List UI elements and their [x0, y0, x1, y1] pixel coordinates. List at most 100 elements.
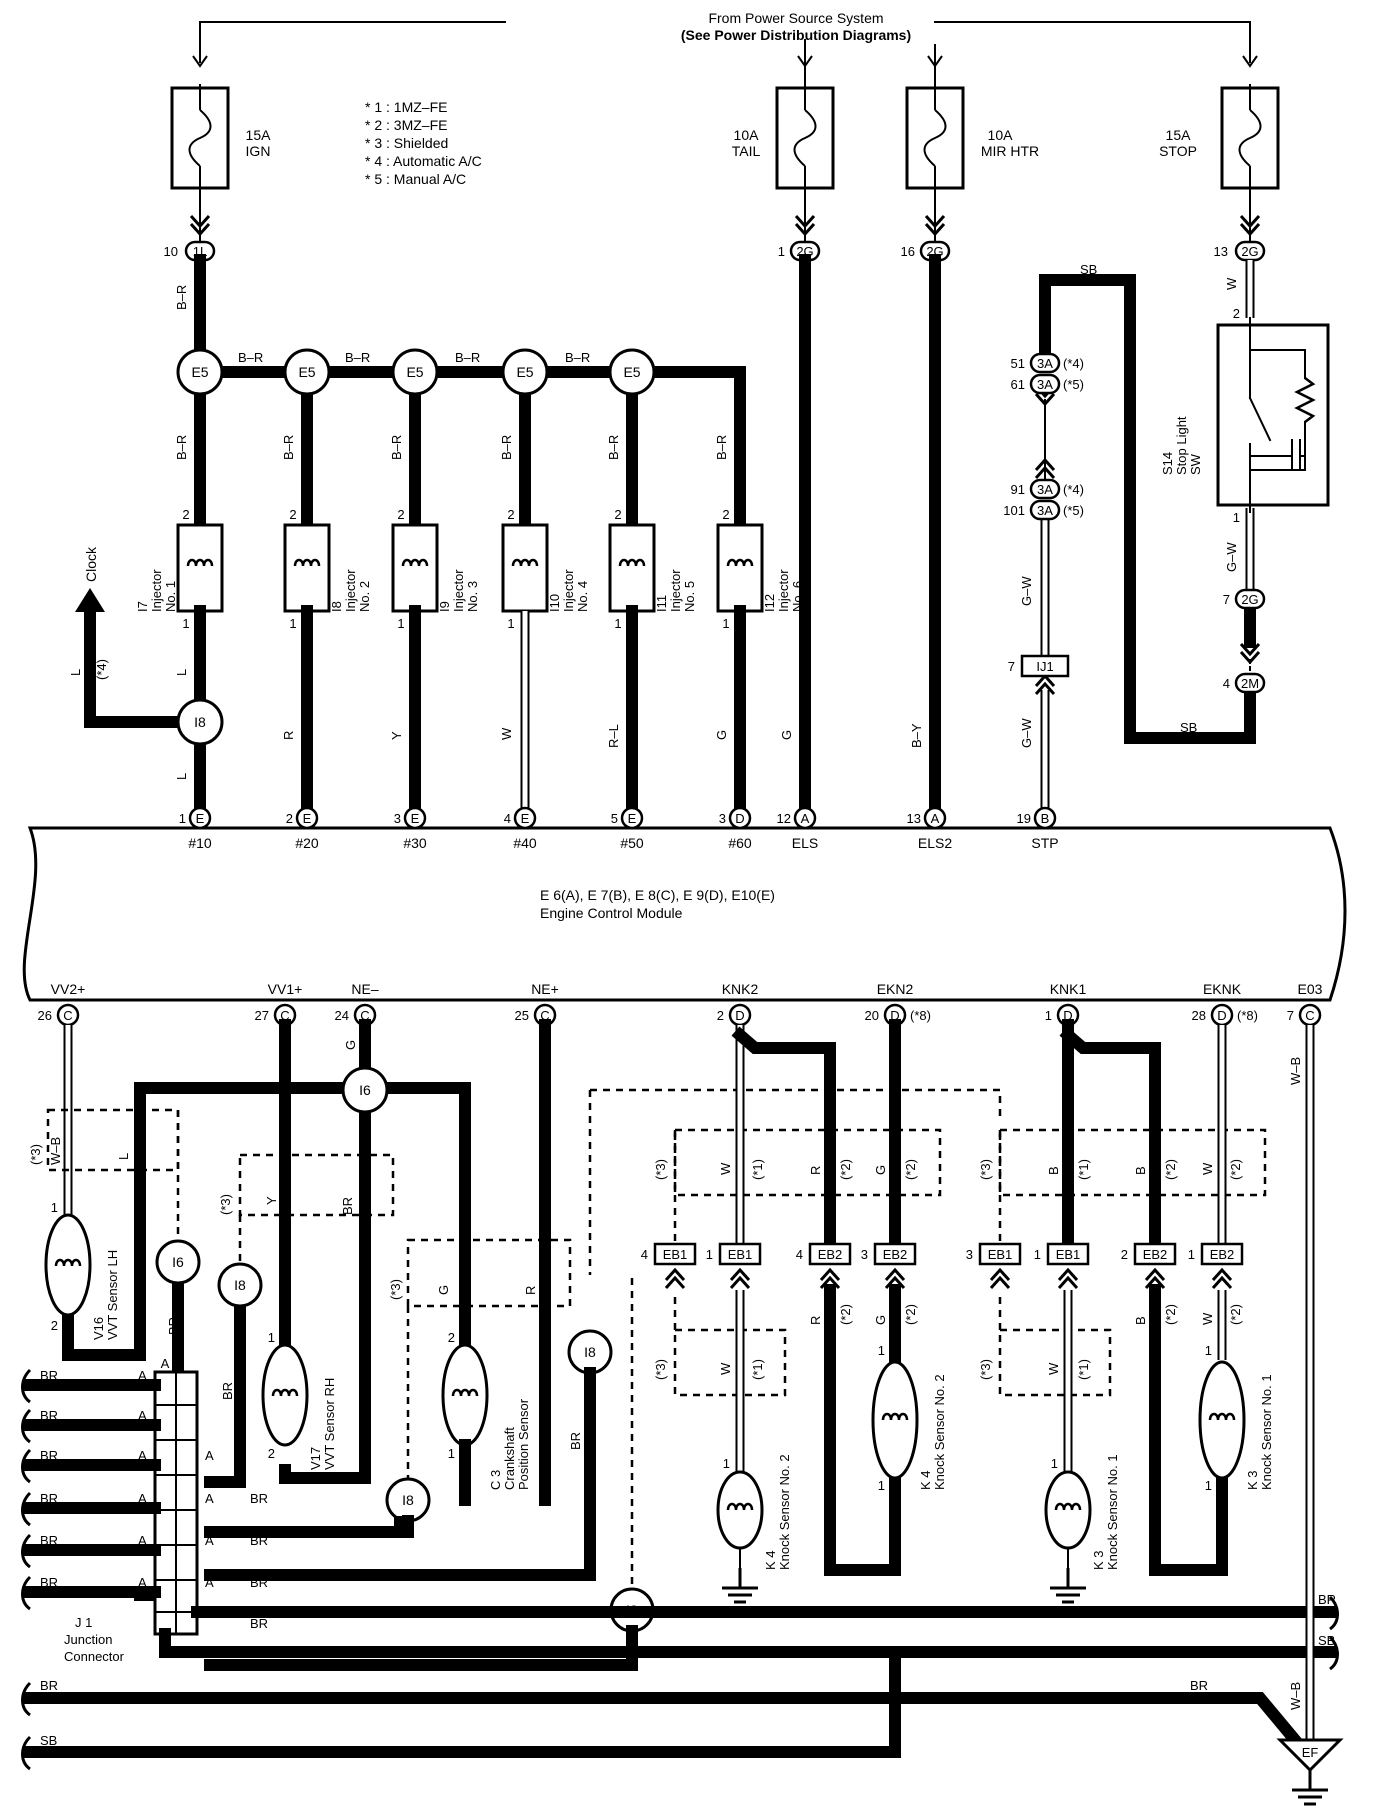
svg-text:91: 91: [1011, 482, 1025, 497]
svg-text:BR: BR: [40, 1408, 58, 1423]
svg-text:EB1: EB1: [728, 1247, 753, 1262]
svg-text:B–R: B–R: [499, 435, 514, 460]
crankshaft-position-sensor: 2 1 C 3 Crankshaft Position Sensor: [441, 1330, 531, 1490]
svg-text:#60: #60: [728, 835, 752, 851]
svg-text:(*3): (*3): [978, 1159, 993, 1180]
splice-e5-5: E5: [608, 348, 656, 396]
note-5: * 5 : Manual A/C: [365, 171, 466, 187]
svg-text:W: W: [1046, 1362, 1061, 1375]
svg-text:2: 2: [507, 507, 514, 522]
svg-text:#10: #10: [188, 835, 212, 851]
ecm-pin-60: D3#60: [719, 806, 752, 851]
svg-text:1: 1: [179, 811, 186, 826]
svg-text:B: B: [1133, 1316, 1148, 1325]
svg-text:K 4: K 4: [918, 1470, 933, 1490]
svg-text:ELS: ELS: [792, 835, 818, 851]
fuse-stop: [1220, 82, 1280, 194]
svg-text:1: 1: [268, 1330, 275, 1345]
injector-5: 2 1 I11 Injector No. 5: [608, 507, 697, 631]
note-4: * 4 : Automatic A/C: [365, 153, 482, 169]
svg-text:1: 1: [397, 616, 404, 631]
svg-text:61: 61: [1011, 377, 1025, 392]
svg-text:1: 1: [1045, 1008, 1052, 1023]
svg-text:2: 2: [182, 507, 189, 522]
svg-text:E: E: [196, 811, 205, 826]
svg-text:7: 7: [1008, 659, 1015, 674]
svg-text:10: 10: [164, 244, 178, 259]
svg-text:B–R: B–R: [606, 435, 621, 460]
svg-text:(*4): (*4): [1063, 356, 1084, 371]
svg-text:(*8): (*8): [910, 1008, 931, 1023]
svg-text:3A: 3A: [1037, 356, 1053, 371]
svg-text:E: E: [303, 811, 312, 826]
injector-output-wires: [194, 605, 746, 816]
svg-text:G–W: G–W: [1019, 576, 1034, 606]
svg-text:1: 1: [289, 616, 296, 631]
svg-text:E: E: [628, 811, 637, 826]
svg-text:(*2): (*2): [903, 1304, 918, 1325]
svg-text:G–W: G–W: [1224, 542, 1239, 572]
ground-label: EF: [1302, 1745, 1319, 1760]
svg-text:EB1: EB1: [1056, 1247, 1081, 1262]
junction-connector: [153, 1370, 199, 1636]
svg-text:2G: 2G: [1241, 244, 1258, 259]
svg-text:EKN2: EKN2: [877, 981, 914, 997]
svg-text:12: 12: [777, 811, 791, 826]
svg-text:STP: STP: [1031, 835, 1058, 851]
splice-e5-2: E5: [283, 348, 331, 396]
svg-text:1: 1: [723, 1456, 730, 1471]
svg-text:G: G: [714, 730, 729, 740]
splice-e5-4: E5: [501, 348, 549, 396]
ecm-subtitle: Engine Control Module: [540, 905, 683, 921]
svg-text:BR: BR: [1318, 1592, 1336, 1607]
svg-text:L: L: [174, 669, 189, 676]
injector-3: 2 1 I9 Injector No. 3: [391, 507, 480, 631]
svg-text:R: R: [808, 1316, 823, 1325]
svg-text:BR: BR: [250, 1616, 268, 1631]
svg-text:L: L: [116, 1153, 131, 1160]
svg-text:G: G: [779, 730, 794, 740]
svg-text:VV2+: VV2+: [51, 981, 86, 997]
svg-text:(*3): (*3): [653, 1159, 668, 1180]
svg-text:SW: SW: [1188, 453, 1203, 475]
svg-text:W–B: W–B: [1288, 1057, 1303, 1085]
svg-text:B–R: B–R: [389, 435, 404, 460]
svg-text:W: W: [1224, 277, 1239, 290]
svg-text:I6: I6: [172, 1254, 184, 1270]
svg-text:BR: BR: [40, 1678, 58, 1693]
svg-text:A: A: [205, 1491, 214, 1506]
svg-text:W: W: [1200, 1162, 1215, 1175]
svg-text:1: 1: [1188, 1247, 1195, 1262]
svg-text:1: 1: [878, 1343, 885, 1358]
svg-text:R: R: [808, 1166, 823, 1175]
svg-text:1: 1: [778, 244, 785, 259]
svg-text:D: D: [1063, 1008, 1072, 1023]
wire-br-feed: B–R: [174, 285, 189, 310]
svg-text:B: B: [1046, 1166, 1061, 1175]
svg-text:Injector: Injector: [668, 569, 683, 612]
svg-text:4: 4: [796, 1247, 803, 1262]
svg-text:2: 2: [1121, 1247, 1128, 1262]
svg-text:2: 2: [1233, 306, 1240, 321]
conn-2g-stop: 2G 13: [1214, 240, 1266, 262]
svg-text:EB2: EB2: [883, 1247, 908, 1262]
svg-text:I8: I8: [584, 1344, 596, 1360]
fuse-mir-htr: [905, 82, 965, 194]
svg-text:(*3): (*3): [978, 1359, 993, 1380]
conn-3a-101: 3A 101 (*5): [1003, 499, 1084, 521]
svg-text:Injector: Injector: [343, 569, 358, 612]
svg-text:2: 2: [448, 1330, 455, 1345]
svg-text:I8: I8: [329, 601, 344, 612]
svg-text:V16: V16: [91, 1317, 106, 1340]
svg-text:ELS2: ELS2: [918, 835, 952, 851]
svg-text:3: 3: [719, 811, 726, 826]
svg-text:7: 7: [1287, 1008, 1294, 1023]
svg-text:(*2): (*2): [903, 1159, 918, 1180]
svg-text:4: 4: [641, 1247, 648, 1262]
svg-text:A: A: [205, 1575, 214, 1590]
fuse-mir-amp: 10A: [988, 127, 1014, 143]
svg-text:1: 1: [722, 616, 729, 631]
